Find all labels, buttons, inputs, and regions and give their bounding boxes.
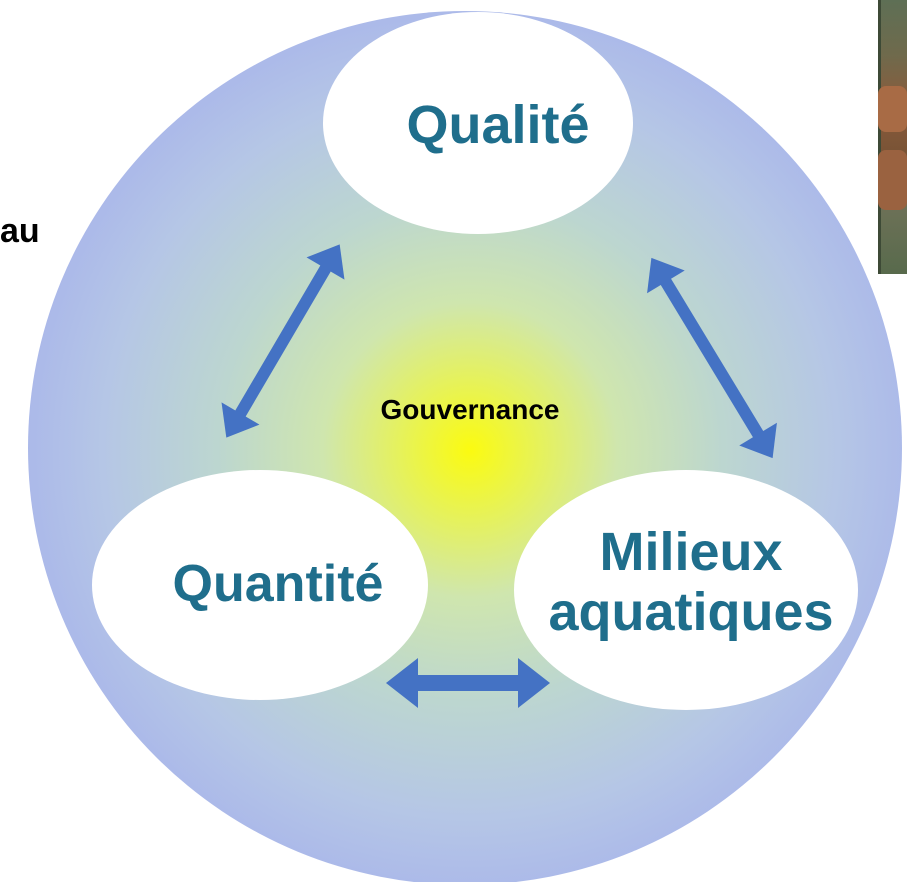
arrow-quantity-aquatic <box>386 658 550 708</box>
aquatic-label-line2: aquatiques <box>548 582 833 642</box>
cattle-photo <box>878 0 907 274</box>
aquatic-label-line1: Milieux <box>599 522 782 582</box>
aquatic-environments-node <box>514 470 858 710</box>
side-text-fragment: au <box>0 212 40 250</box>
quantity-label: Quantité <box>173 555 384 613</box>
quantity-node <box>92 470 428 700</box>
governance-label: Gouvernance <box>381 394 560 425</box>
quality-node <box>323 12 633 234</box>
arrow-quality-quantity <box>221 244 345 438</box>
quality-label: Qualité <box>406 95 589 155</box>
arrow-quality-aquatic <box>647 257 777 459</box>
